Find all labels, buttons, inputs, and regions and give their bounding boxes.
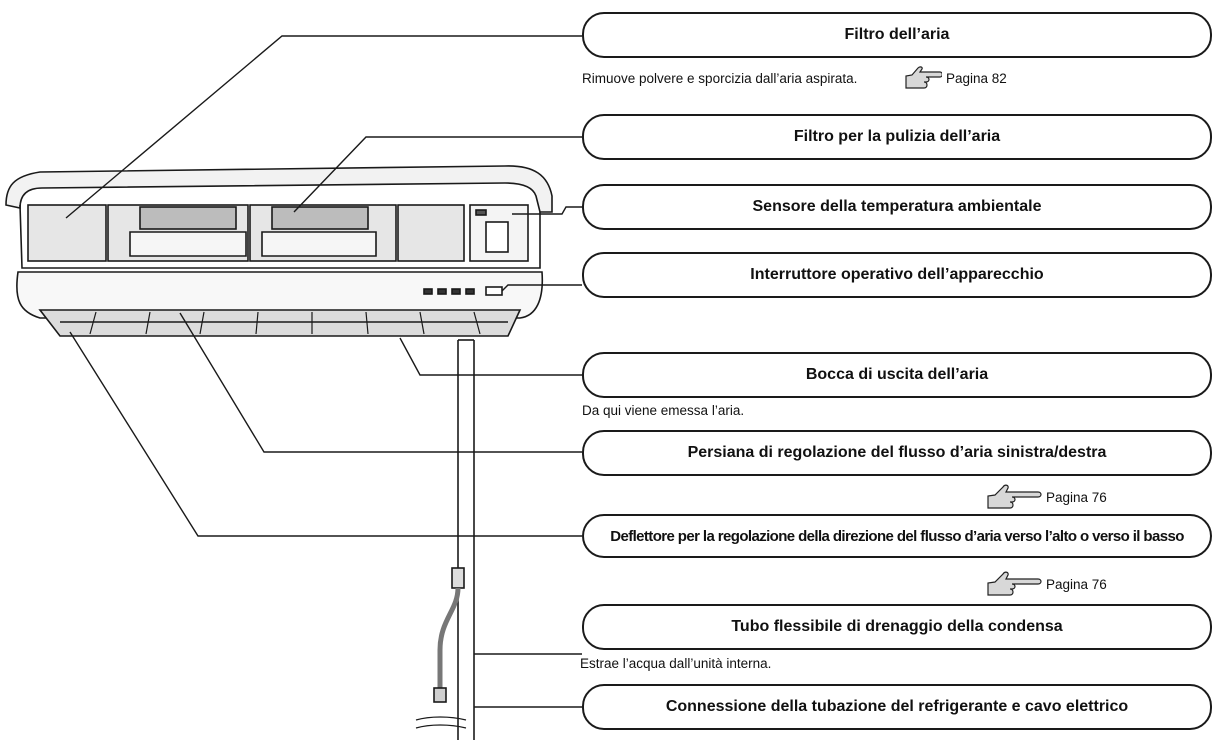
desc-drain-hose: Estrae l’acqua dall’unità interna. (580, 656, 772, 671)
louvers (89, 311, 481, 335)
label-room-temperature-sensor: Sensore della temperatura ambientale (582, 184, 1212, 230)
pageref-left-right-louver-text: Pagina 76 (1046, 489, 1107, 505)
air-filter-panel-right (397, 204, 465, 262)
pointing-hand-icon (987, 484, 1042, 509)
label-refrigerant-pipe-connection: Connessione della tubazione del refriger… (582, 684, 1212, 730)
desc-air-filter: Rimuove polvere e sporcizia dall’aria as… (582, 71, 858, 86)
pageref-air-filter-text: Pagina 82 (946, 70, 1007, 86)
pageref-air-filter: Pagina 82 (904, 66, 1007, 90)
cleaning-filter-left (139, 206, 237, 230)
label-air-cleaning-filter: Filtro per la pulizia dell’aria (582, 114, 1212, 160)
pageref-up-down-flap: Pagina 76 (986, 571, 1107, 597)
pointing-hand-icon (987, 571, 1042, 596)
front-panel (5, 165, 553, 213)
pointing-hand-icon (905, 66, 942, 89)
lower-body (16, 271, 544, 319)
air-outlet (38, 309, 522, 337)
drain-pipe-drawing (415, 339, 475, 740)
cleaning-filter-right (271, 206, 369, 230)
label-drain-hose: Tubo flessibile di drenaggio della conde… (582, 604, 1212, 650)
drain-hose (437, 587, 461, 690)
label-operation-switch: Interruttore operativo dell’apparecchio (582, 252, 1212, 298)
leader-lines (65, 35, 582, 708)
pageref-left-right-louver: Pagina 76 (986, 484, 1107, 510)
label-air-outlet: Bocca di uscita dell’aria (582, 352, 1212, 398)
indoor-unit-drawing (5, 165, 553, 337)
label-up-down-flap: Deflettore per la regolazione della dire… (582, 514, 1212, 558)
desc-air-outlet: Da qui viene emessa l’aria. (582, 403, 745, 418)
pageref-up-down-flap-text: Pagina 76 (1046, 576, 1107, 592)
label-air-filter: Filtro dell’aria (582, 12, 1212, 58)
label-left-right-louver: Persiana di regolazione del flusso d’ari… (582, 430, 1212, 476)
operation-switch (485, 286, 503, 296)
air-filter-panel-left (27, 204, 107, 262)
